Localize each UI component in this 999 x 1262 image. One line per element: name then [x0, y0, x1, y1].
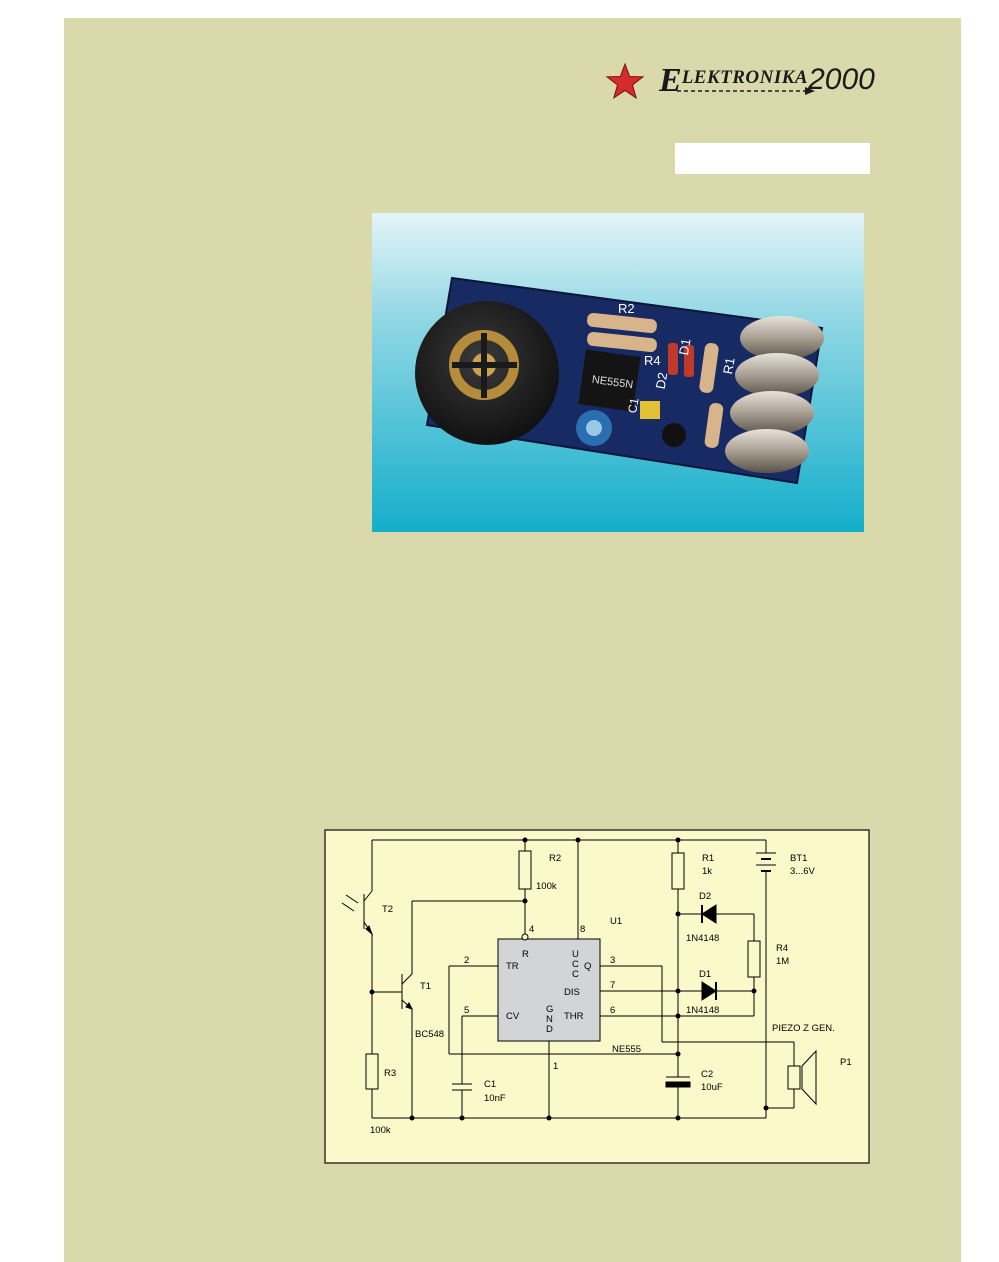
u1-ref: U1 — [610, 916, 622, 927]
bt1-value: 3...6V — [790, 866, 815, 877]
pin-1: 1 — [553, 1061, 558, 1072]
pin-6: 6 — [610, 1005, 615, 1016]
d1-ref: D1 — [699, 969, 711, 980]
r2-ref: R2 — [549, 853, 561, 864]
pcb-photo: NE555N R2 R4 D2 D1 R1 C1 — [372, 213, 864, 532]
pin-7: 7 — [610, 980, 615, 991]
logo-dashed-arrow — [677, 87, 815, 95]
label-r1: R1 — [720, 356, 738, 375]
pin-label-c1: C — [572, 959, 579, 970]
d2-ref: D2 — [699, 891, 711, 902]
logo-wordmark: ELEKTRONIKA2000 — [659, 62, 875, 100]
pin-label-cv: CV — [506, 1011, 520, 1022]
pin-4: 4 — [529, 924, 534, 935]
label-c1: C1 — [625, 396, 642, 414]
label-r2: R2 — [618, 301, 635, 316]
pin-label-r: R — [522, 949, 529, 960]
elektronika-logo: ELEKTRONIKA2000 — [605, 60, 875, 104]
c2-value: 10uF — [701, 1082, 723, 1093]
p1-value: PIEZO Z GEN. — [772, 1023, 835, 1034]
r1-ref: R1 — [702, 853, 714, 864]
r4-ref: R4 — [776, 943, 788, 954]
r4-value: 1M — [776, 956, 789, 967]
c1-value: 10nF — [484, 1093, 506, 1104]
ic-marking: NE555N — [591, 374, 634, 392]
red-star-icon — [605, 62, 645, 100]
circuit-schematic: R2 100k R1 1k BT1 3...6V D2 1N4148 D1 1N… — [324, 829, 870, 1164]
p1-ref: P1 — [840, 1057, 852, 1068]
pin-label-d: D — [546, 1024, 553, 1035]
label-d1: D1 — [676, 337, 694, 356]
d1-value: 1N4148 — [686, 1005, 719, 1016]
r1-value: 1k — [702, 866, 712, 877]
pin-label-tr: TR — [506, 961, 519, 972]
logo-initial: E — [659, 62, 682, 99]
r2-value: 100k — [536, 881, 557, 892]
pin-3: 3 — [610, 955, 615, 966]
logo-year: 2000 — [808, 63, 875, 96]
label-r4: R4 — [644, 353, 661, 368]
c1-ref: C1 — [484, 1079, 496, 1090]
title-box — [675, 143, 870, 174]
pin-label-q: Q — [584, 961, 591, 972]
pin-label-thr: THR — [564, 1011, 584, 1022]
pin-label-u: U — [572, 949, 579, 960]
d2-value: 1N4148 — [686, 933, 719, 944]
label-d2: D2 — [653, 371, 671, 390]
t1-ref: T1 — [420, 981, 431, 992]
r3-ref: R3 — [384, 1068, 396, 1079]
t2-ref: T2 — [382, 904, 393, 915]
pin-label-n: N — [546, 1014, 553, 1025]
pin-5: 5 — [464, 1005, 469, 1016]
t1-value: BC548 — [415, 1029, 444, 1040]
pin-label-g: G — [546, 1004, 553, 1015]
bt1-ref: BT1 — [790, 853, 807, 864]
pin-8: 8 — [580, 924, 585, 935]
u1-value: NE555 — [612, 1044, 641, 1055]
pin-label-dis: DIS — [564, 987, 580, 998]
logo-name: LEKTRONIKA — [681, 67, 809, 88]
c2-ref: C2 — [701, 1069, 713, 1080]
pin-2: 2 — [464, 955, 469, 966]
r3-value: 100k — [370, 1125, 391, 1136]
pin-label-c2: C — [572, 969, 579, 980]
